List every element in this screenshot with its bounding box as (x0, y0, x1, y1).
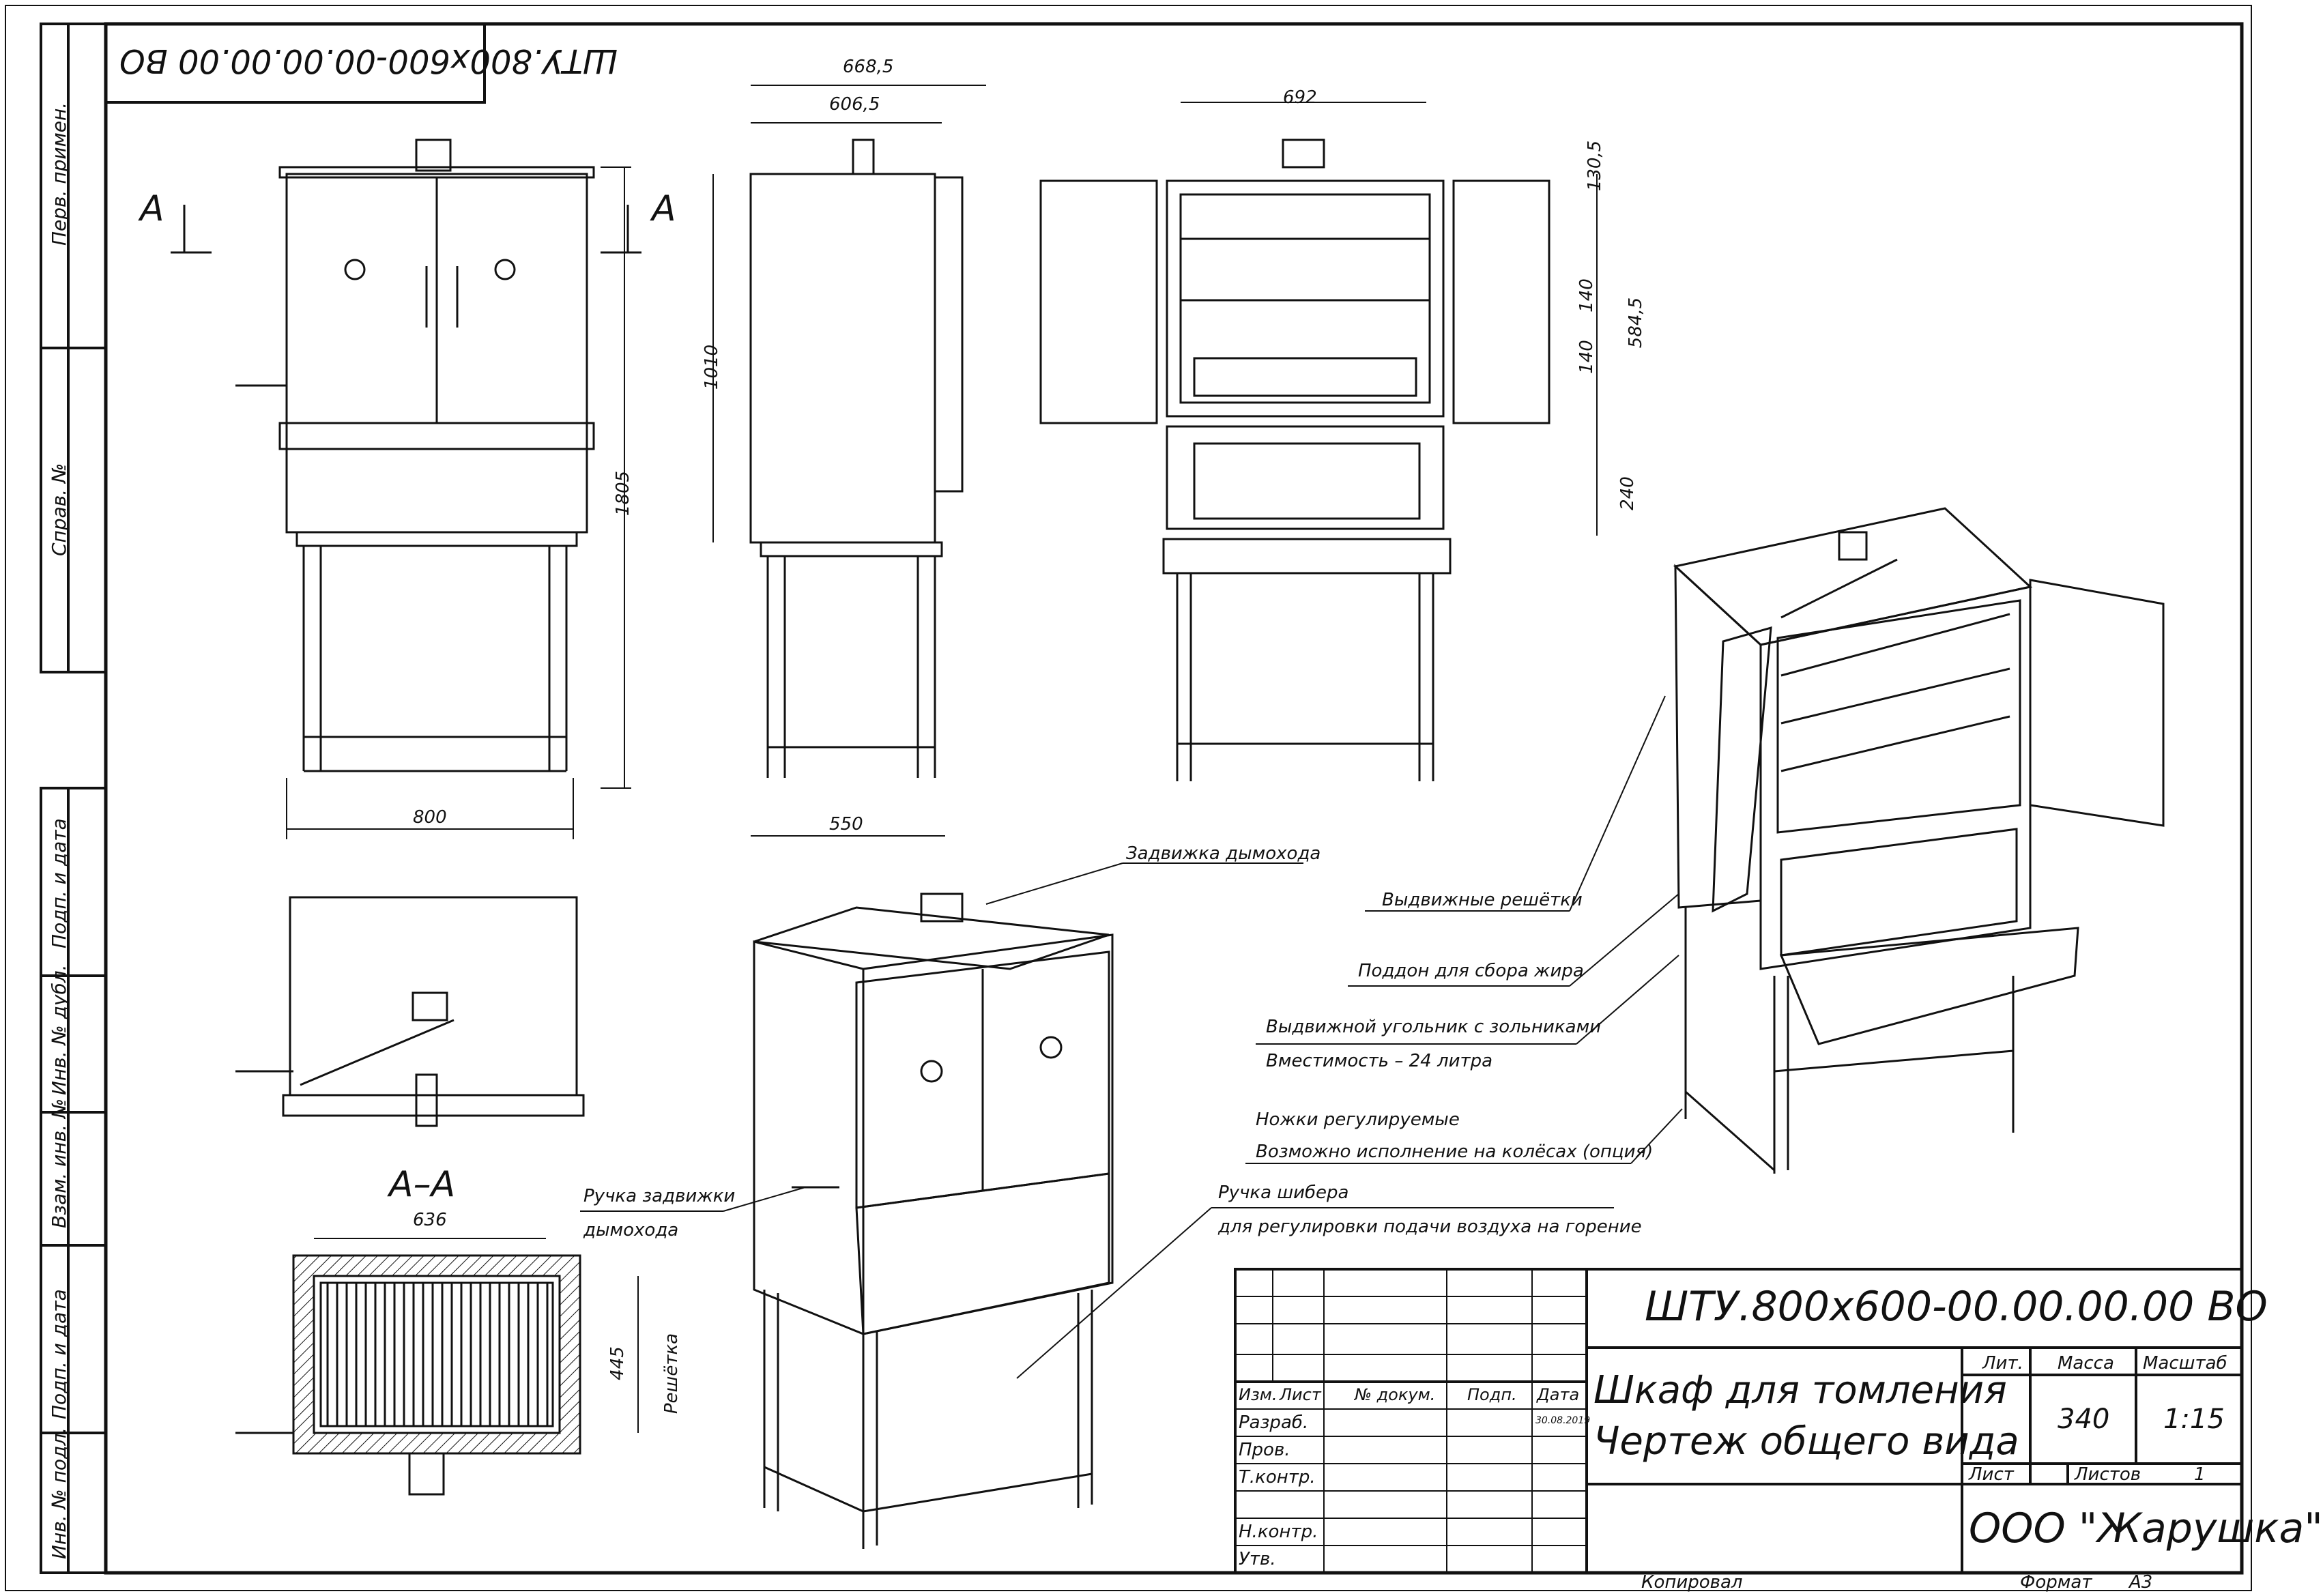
role-tkontr: Т.контр. (1239, 1467, 1316, 1488)
side-label-perv-primen: Перв. примен. (48, 102, 70, 246)
sheet-label: Лист (1969, 1464, 2014, 1485)
side-label-podp-data-1: Подп. и дата (48, 818, 70, 948)
dim-ash: 240 (1617, 476, 1638, 510)
drawing-graphics (5, 5, 2252, 1591)
col-header-list: Лист (1280, 1385, 1321, 1404)
format-label: Формат (2020, 1572, 2092, 1593)
dim-side-depth: 550 (829, 814, 863, 835)
section-view (235, 1238, 639, 1496)
dim-open-width: 692 (1283, 87, 1317, 108)
side-label-inv-dubl: Инв. № дубл. (48, 964, 70, 1095)
sheets-value: 1 (2194, 1464, 2206, 1485)
open-front-view (1039, 102, 1598, 781)
iso-view-left (753, 893, 1114, 1549)
side-view (712, 85, 986, 837)
col-header-date: Дата (1537, 1385, 1580, 1404)
callout-capacity: Вместимость – 24 литра (1266, 1051, 1493, 1071)
dim-front-width: 800 (413, 807, 447, 828)
role-utv: Утв. (1239, 1549, 1276, 1569)
role-prov: Пров. (1239, 1440, 1290, 1460)
dim-shelf-2: 140 (1576, 340, 1597, 374)
callout-wheels: Возможно исполнение на колёсах (опция) (1256, 1142, 1654, 1162)
scale-header: Масштаб (2143, 1353, 2227, 1374)
side-label-sprav: Справ. № (48, 463, 70, 556)
date-value: 30.08.2019 (1535, 1415, 1591, 1426)
side-label-vzam-inv: Взам. инв. № (48, 1098, 70, 1228)
callout-shutter-desc: для регулировки подачи воздуха на горени… (1218, 1217, 1642, 1237)
plan-view (235, 896, 585, 1127)
title-block-rows (1235, 1269, 1587, 1573)
front-view (171, 139, 641, 839)
dim-front-height: 1805 (613, 470, 634, 517)
callout-legs: Ножки регулируемые (1256, 1109, 1460, 1130)
copied-label: Копировал (1641, 1572, 1743, 1593)
role-razrab: Разраб. (1239, 1412, 1309, 1433)
drawing-sheet: ШТУ.800х600-00.00.00.00 ВО Перв. примен.… (5, 5, 2323, 1593)
dim-section-depth: 445 (607, 1346, 628, 1380)
lit-header: Лит. (1982, 1353, 2023, 1374)
stamp-code: ШТУ.800х600-00.00.00.00 ВО (119, 42, 618, 80)
title-doc-code: ШТУ.800х600-00.00.00.00 ВО (1645, 1283, 2268, 1331)
side-label-inv-podl: Инв. № подл. (48, 1427, 70, 1559)
callout-damper-handle-1: Ручка задвижки (583, 1186, 736, 1206)
section-title: А–А (389, 1164, 456, 1205)
company-name: ООО "Жарушка" (1969, 1505, 2323, 1552)
grate-label: Решётка (661, 1333, 682, 1414)
callout-shutter-handle: Ручка шибера (1218, 1183, 1349, 1203)
format-value: А3 (2129, 1572, 2153, 1593)
col-header-izm: Изм. (1239, 1385, 1278, 1404)
outer-border (5, 5, 2252, 1591)
callout-grates: Выдвижные решётки (1382, 890, 1583, 910)
iso-view-right (1673, 507, 2165, 1174)
leader-lines (580, 695, 1683, 1379)
mass-value: 340 (2058, 1404, 2110, 1435)
callout-damper-handle-2: дымохода (583, 1220, 679, 1240)
callout-damper: Задвижка дымохода (1126, 843, 1321, 864)
mass-header: Масса (2058, 1353, 2114, 1374)
dim-side-height: 1010 (702, 344, 723, 390)
role-nkontr: Н.контр. (1239, 1522, 1318, 1542)
side-label-podp-data-2: Подп. и дата (48, 1289, 70, 1419)
dim-section-width: 636 (413, 1210, 447, 1230)
col-header-doc-no: № докум. (1355, 1385, 1436, 1404)
dim-side-top-inner: 606,5 (829, 94, 880, 115)
callout-tray: Поддон для сбора жира (1358, 961, 1584, 981)
scale-value: 1:15 (2163, 1404, 2225, 1435)
dim-chamber: 584,5 (1626, 297, 1647, 349)
title-block-grid (1234, 1268, 2243, 1574)
stamp-box (104, 23, 486, 104)
section-arrow-left: А (140, 188, 164, 229)
section-arrow-right: А (652, 188, 676, 229)
col-header-sign: Подп. (1467, 1385, 1517, 1404)
left-side-strip (40, 23, 107, 1574)
dim-shelf-1: 140 (1576, 278, 1597, 313)
dim-side-top-outer: 668,5 (843, 57, 894, 77)
title-name-line2: Чертеж общего вида (1593, 1419, 2019, 1464)
callout-coal-box: Выдвижной угольник с зольниками (1266, 1017, 1602, 1037)
dim-top-gap: 130,5 (1585, 140, 1606, 192)
title-name-line1: Шкаф для томления (1593, 1368, 2007, 1412)
sheets-label: Листов (2075, 1464, 2141, 1485)
